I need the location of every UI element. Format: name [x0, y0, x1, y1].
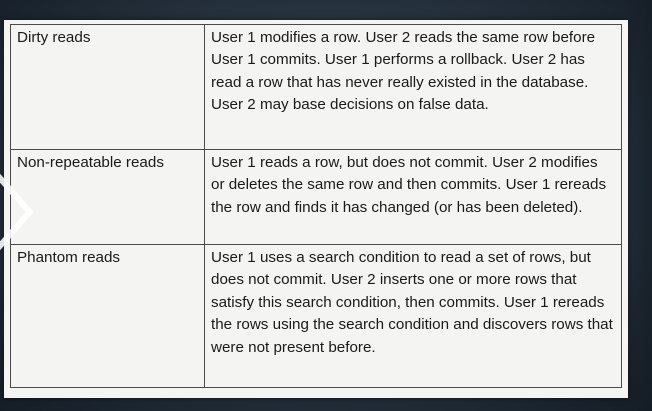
phenomenon-cell: Non-repeatable reads — [10, 149, 205, 245]
description-cell: User 1 reads a row, but does not commit.… — [204, 149, 622, 245]
phenomenon-cell: Phantom reads — [10, 244, 205, 388]
play-arrow-icon[interactable] — [0, 172, 34, 252]
slide-page: Dirty reads User 1 modifies a row. User … — [4, 20, 628, 398]
table-row: Dirty reads User 1 modifies a row. User … — [10, 24, 622, 150]
description-cell: User 1 uses a search condition to read a… — [204, 244, 622, 388]
table-row: Non-repeatable reads User 1 reads a row,… — [10, 149, 622, 245]
edge-shadow — [628, 0, 652, 411]
table-row: Phantom reads User 1 uses a search condi… — [10, 244, 622, 388]
phenomenon-cell: Dirty reads — [10, 24, 205, 150]
description-cell: User 1 modifies a row. User 2 reads the … — [204, 24, 622, 150]
read-phenomena-table: Dirty reads User 1 modifies a row. User … — [10, 24, 622, 388]
